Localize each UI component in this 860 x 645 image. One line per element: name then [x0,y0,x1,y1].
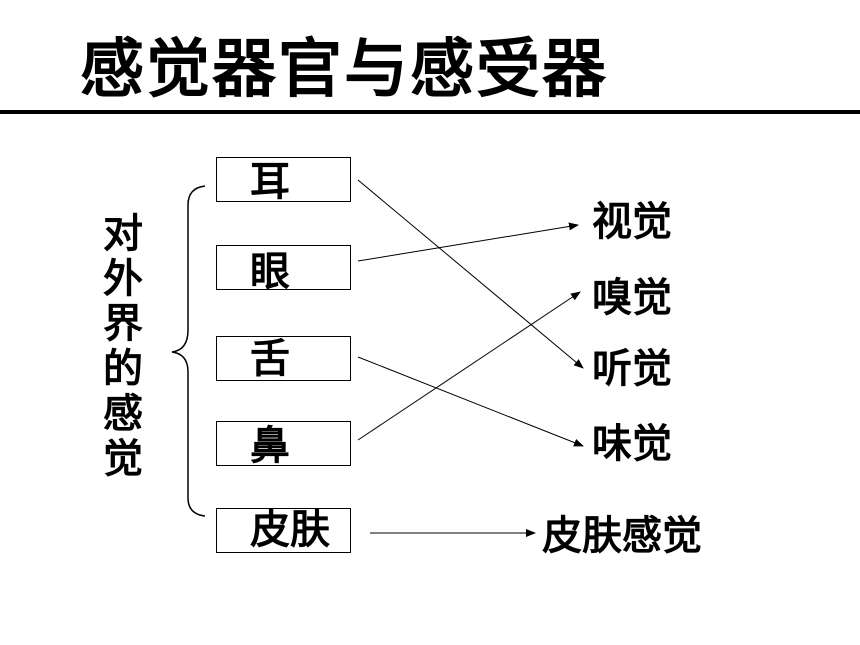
organ-box-tongue [216,336,351,381]
side-label-char: 界 [103,301,143,347]
connector-nose-smell [357,291,581,441]
sense-label-taste: 味觉 [592,421,672,467]
organ-box-eye [216,245,351,290]
side-label-char: 对 [103,211,143,257]
organ-label-skin: 皮肤 [250,507,330,553]
sense-label-smell: 嗅觉 [592,275,672,321]
side-label-char: 的 [103,346,143,392]
organ-label-eye: 眼 [250,249,290,295]
organ-label-ear: 耳 [250,159,290,205]
connector-ear-hearing [357,179,584,369]
sense-label-hearing: 听觉 [592,346,672,392]
side-label: 对 外 界 的 感 觉 [98,212,148,482]
connector-eye-vision [357,222,579,262]
title-underline [0,110,860,114]
page-title: 感觉器官与感受器 [80,33,608,107]
curly-brace [171,185,206,517]
side-label-char: 觉 [103,436,143,482]
organ-box-nose [216,421,351,466]
organ-box-skin [216,508,351,553]
connector-tongue-taste [357,356,584,447]
organ-label-tongue: 舌 [250,336,290,382]
organ-label-nose: 鼻 [250,423,290,469]
organ-box-ear [216,157,351,202]
sense-label-skin: 皮肤感觉 [542,513,702,559]
sense-label-vision: 视觉 [592,199,672,245]
side-label-char: 外 [103,256,143,302]
side-label-char: 感 [103,391,143,437]
